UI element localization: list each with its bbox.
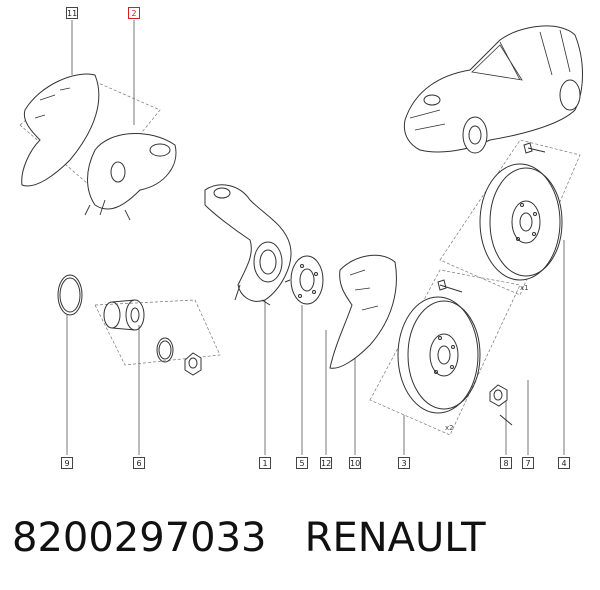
callout-12[interactable]: 12 (320, 457, 332, 469)
part-number: 8200297033 (12, 515, 267, 561)
exploded-parts-diagram: x1 x2 11 2 9 6 1 5 12 10 3 8 7 4 (19, 7, 583, 469)
callout-9[interactable]: 9 (61, 457, 73, 469)
callout-8[interactable]: 8 (500, 457, 512, 469)
part-caption: 8200297033 RENAULT (12, 515, 486, 561)
callout-4[interactable]: 4 (558, 457, 570, 469)
parts-drawing: x1 x2 (19, 20, 583, 455)
callout-11[interactable]: 11 (66, 7, 78, 19)
brand-name: RENAULT (304, 515, 486, 561)
callout-1[interactable]: 1 (259, 457, 271, 469)
callout-2[interactable]: 2 (128, 7, 140, 19)
qty-x1-annotation: x1 (520, 284, 529, 292)
callout-6[interactable]: 6 (133, 457, 145, 469)
callout-5[interactable]: 5 (296, 457, 308, 469)
callout-3[interactable]: 3 (398, 457, 410, 469)
callout-10[interactable]: 10 (349, 457, 361, 469)
callout-7[interactable]: 7 (522, 457, 534, 469)
qty-x2-annotation: x2 (445, 424, 454, 432)
